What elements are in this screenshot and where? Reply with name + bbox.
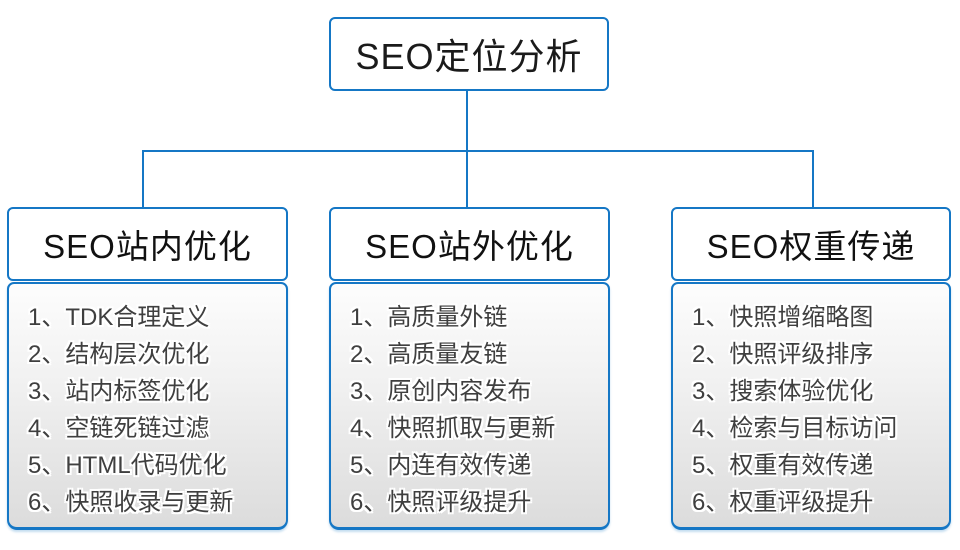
list-item: 4、快照抓取与更新 [350, 415, 556, 442]
column-offsite-optimization: SEO站外优化 1、高质量外链 2、高质量友链 3、原创内容发布 4、快照抓取与… [329, 207, 610, 530]
column-weight-header: SEO权重传递 [671, 207, 951, 281]
column-offsite-list: 1、高质量外链 2、高质量友链 3、原创内容发布 4、快照抓取与更新 5、内连有… [329, 282, 610, 530]
list-item: 6、快照评级提升 [350, 489, 532, 516]
list-item: 1、快照增缩略图 [692, 304, 874, 331]
list-item: 5、HTML代码优化 [28, 452, 227, 479]
column-weight-list: 1、快照增缩略图 2、快照评级排序 3、搜索体验优化 4、检索与目标访问 5、权… [671, 282, 951, 530]
column-offsite-title: SEO站外优化 [365, 228, 574, 265]
list-item: 5、权重有效传递 [692, 452, 874, 479]
connector-root-drop [466, 89, 468, 151]
root-node: SEO定位分析 [329, 17, 609, 91]
connector-left-drop [142, 150, 144, 208]
list-item: 5、内连有效传递 [350, 452, 532, 479]
column-weight-transfer: SEO权重传递 1、快照增缩略图 2、快照评级排序 3、搜索体验优化 4、检索与… [671, 207, 951, 530]
list-item: 4、检索与目标访问 [692, 415, 898, 442]
list-item: 1、TDK合理定义 [28, 304, 210, 331]
column-onsite-optimization: SEO站内优化 1、TDK合理定义 2、结构层次优化 3、站内标签优化 4、空链… [7, 207, 288, 530]
list-item: 1、高质量外链 [350, 304, 508, 331]
list-item: 6、快照收录与更新 [28, 489, 234, 516]
column-offsite-header: SEO站外优化 [329, 207, 610, 281]
list-item: 6、权重评级提升 [692, 489, 874, 516]
list-item: 2、快照评级排序 [692, 341, 874, 368]
list-item: 2、结构层次优化 [28, 341, 210, 368]
root-node-title: SEO定位分析 [355, 36, 583, 77]
list-item: 3、站内标签优化 [28, 378, 210, 405]
connector-middle-drop [466, 150, 468, 208]
column-onsite-list: 1、TDK合理定义 2、结构层次优化 3、站内标签优化 4、空链死链过滤 5、H… [7, 282, 288, 530]
list-item: 3、原创内容发布 [350, 378, 532, 405]
column-onsite-title: SEO站内优化 [43, 228, 252, 265]
connector-horizontal [142, 150, 814, 152]
list-item: 2、高质量友链 [350, 341, 508, 368]
list-item: 3、搜索体验优化 [692, 378, 874, 405]
list-item: 4、空链死链过滤 [28, 415, 210, 442]
connector-right-drop [812, 150, 814, 208]
column-weight-title: SEO权重传递 [706, 228, 916, 265]
column-onsite-header: SEO站内优化 [7, 207, 288, 281]
